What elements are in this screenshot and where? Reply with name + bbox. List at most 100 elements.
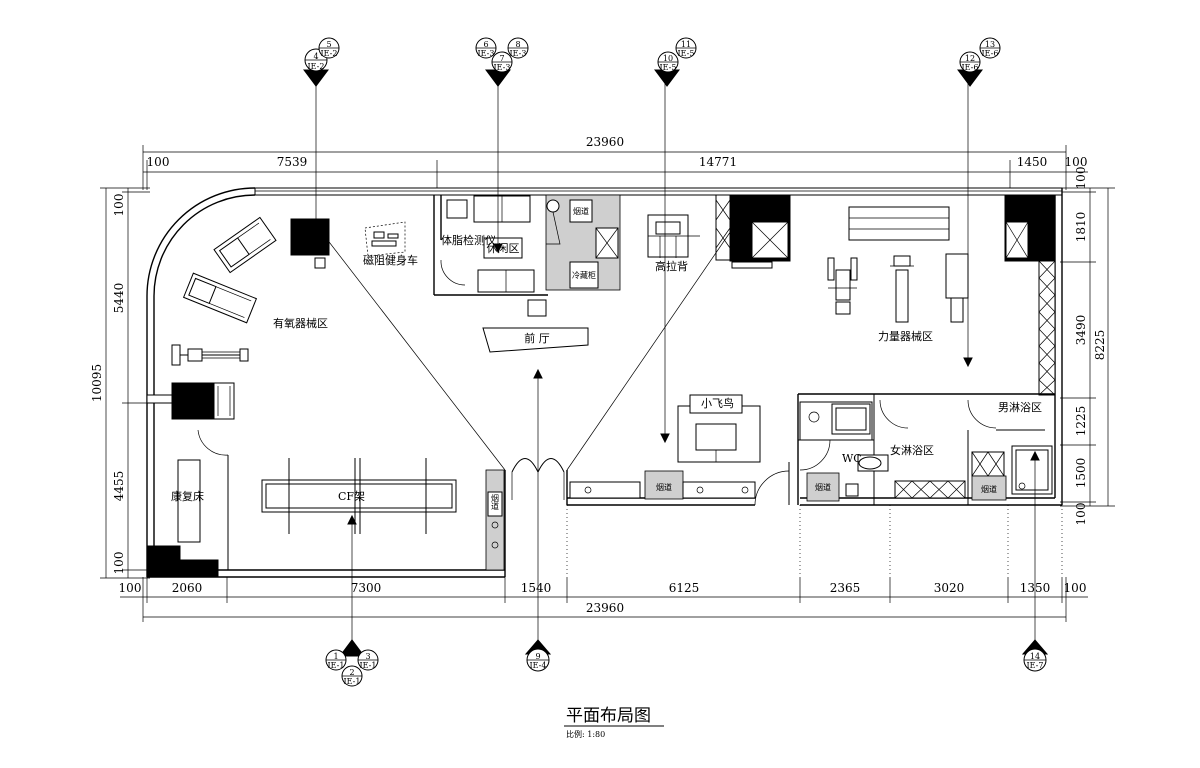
left-seg-3: 4455 [112,471,126,502]
svg-text:8: 8 [515,40,520,49]
label-cf-rack: CF架 [338,490,365,503]
svg-text:5: 5 [326,40,331,49]
bottom-total: 23960 [586,601,624,615]
top-seg-4: 1450 [1017,155,1048,169]
drawing-scale: 比例: 1:80 [566,729,605,739]
top-seg-5: 100 [1065,155,1088,169]
svg-text:4: 4 [313,52,318,61]
svg-text:IE-6: IE-6 [962,63,979,72]
label-fridge: 冷藏柜 [572,270,596,280]
svg-text:2: 2 [349,668,354,677]
bench-2 [890,255,914,323]
alignment-ticks [566,505,1063,577]
label-lounge: 休闲区 [487,241,520,255]
right-seg-5: 1500 [1074,458,1088,489]
top-seg-2: 7539 [277,155,308,169]
right-seg-2: 1810 [1074,212,1088,243]
svg-text:14: 14 [1030,652,1040,661]
svg-text:IE-1: IE-1 [360,661,377,670]
treadmill-2 [182,272,258,324]
svg-text:IE-2: IE-2 [308,62,325,71]
label-cardio: 有氧器械区 [273,316,328,330]
bot-seg-9: 100 [1064,581,1087,595]
label-flue-wc: 烟道 [815,482,831,492]
elevation-marker-5: 1 IE-1 3 IE-1 2 IE-1 [325,639,379,687]
bot-seg-5: 6125 [669,581,700,595]
bot-seg-4: 1540 [521,581,552,595]
svg-text:IE-3: IE-3 [478,49,495,58]
right-dimensions: 100 1810 3490 1225 1500 100 8225 [1060,167,1115,526]
svg-text:IE-2: IE-2 [321,49,338,58]
svg-text:IE-3: IE-3 [494,63,511,72]
svg-text:IE-1: IE-1 [328,661,345,670]
svg-text:IE-3: IE-3 [510,49,527,58]
elevation-marker-3: 11 IE-5 10 IE-5 [654,37,697,87]
svg-text:10: 10 [663,54,673,63]
svg-text:7: 7 [499,54,504,63]
label-rehab: 康复床 [171,489,204,503]
right-seg-6: 100 [1074,503,1088,526]
view-lines [315,82,1040,650]
svg-text:IE-4: IE-4 [530,661,547,670]
cardio-zone: 磁阻健身车 有氧器械区 康复床 CF架 烟道 [146,216,505,578]
label-flue-top: 烟道 [573,206,589,216]
right-seg-3: 3490 [1074,315,1088,346]
top-total: 23960 [586,135,624,149]
left-dimensions: 10095 100 5440 4455 100 [90,187,150,579]
elevation-marker-4: 13 IE-6 12 IE-6 [957,37,1001,87]
label-body-fat: 体脂检测仪 [441,233,496,247]
left-total: 10095 [90,364,104,402]
svg-text:9: 9 [535,652,540,661]
svg-text:IE-6: IE-6 [982,49,999,58]
svg-text:13: 13 [985,40,995,49]
label-strength: 力量器械区 [878,329,933,343]
bot-seg-6: 2365 [830,581,861,595]
label-front-desk: 前 厅 [524,331,550,345]
svg-text:11: 11 [681,40,691,49]
top-dimensions: 23960 100 7539 14771 1450 100 [142,135,1088,190]
label-womens-shower: 女淋浴区 [890,443,934,457]
lounge-zone: 体脂检测仪 休闲区 烟道 冷藏柜 前 厅 [433,194,621,353]
elevation-marker-6: 9 IE-4 [524,639,552,672]
bot-seg-3: 7300 [351,581,382,595]
magnetic-bike [364,221,406,257]
treadmill-1 [213,216,277,274]
label-lat-pull: 高拉背 [655,259,688,273]
column [290,218,330,256]
label-fly: 小飞鸟 [701,396,734,410]
bottom-dimensions: 100 2060 7300 1540 6125 2365 3020 1350 1… [119,577,1088,622]
drawing-title: 平面布局图 [566,706,651,726]
svg-text:IE-7: IE-7 [1027,661,1044,670]
lat-pull-zone: 高拉背 [647,194,791,273]
label-wc: WC [842,452,862,465]
bench-1 [827,257,858,315]
rowing-machine [171,382,235,420]
elevation-marker-2: 6 IE-3 8 IE-3 7 IE-3 [475,37,529,87]
svg-text:IE-5: IE-5 [678,49,695,58]
svg-text:IE-5: IE-5 [660,63,677,72]
strength-zone: 力量器械区 [827,194,1056,396]
elevation-marker-7: 14 IE-7 [1021,639,1049,672]
label-flue-mid: 烟道 [656,482,672,492]
right-total: 8225 [1093,330,1107,361]
right-seg-4: 1225 [1074,406,1088,437]
left-seg-1: 100 [112,194,126,217]
bot-seg-1: 100 [119,581,142,595]
cf-rack [261,458,457,534]
label-mens-shower: 男淋浴区 [998,401,1042,414]
label-flue-left: 烟道 [491,494,500,511]
elevation-marker-1: 4 IE-2 5 IE-2 [303,37,340,87]
svg-text:6: 6 [483,40,488,49]
left-seg-2: 5440 [112,283,126,314]
bot-seg-7: 3020 [934,581,965,595]
top-seg-3: 14771 [699,155,737,169]
top-seg-1: 100 [147,155,170,169]
svg-text:3: 3 [365,652,370,661]
left-seg-4: 100 [112,552,126,575]
svg-text:1: 1 [333,652,338,661]
label-magnetic-bike: 磁阻健身车 [363,253,418,267]
drawing-title-block: 平面布局图 比例: 1:80 [564,706,664,739]
right-seg-1: 100 [1074,167,1088,190]
bench-3 [945,253,969,323]
